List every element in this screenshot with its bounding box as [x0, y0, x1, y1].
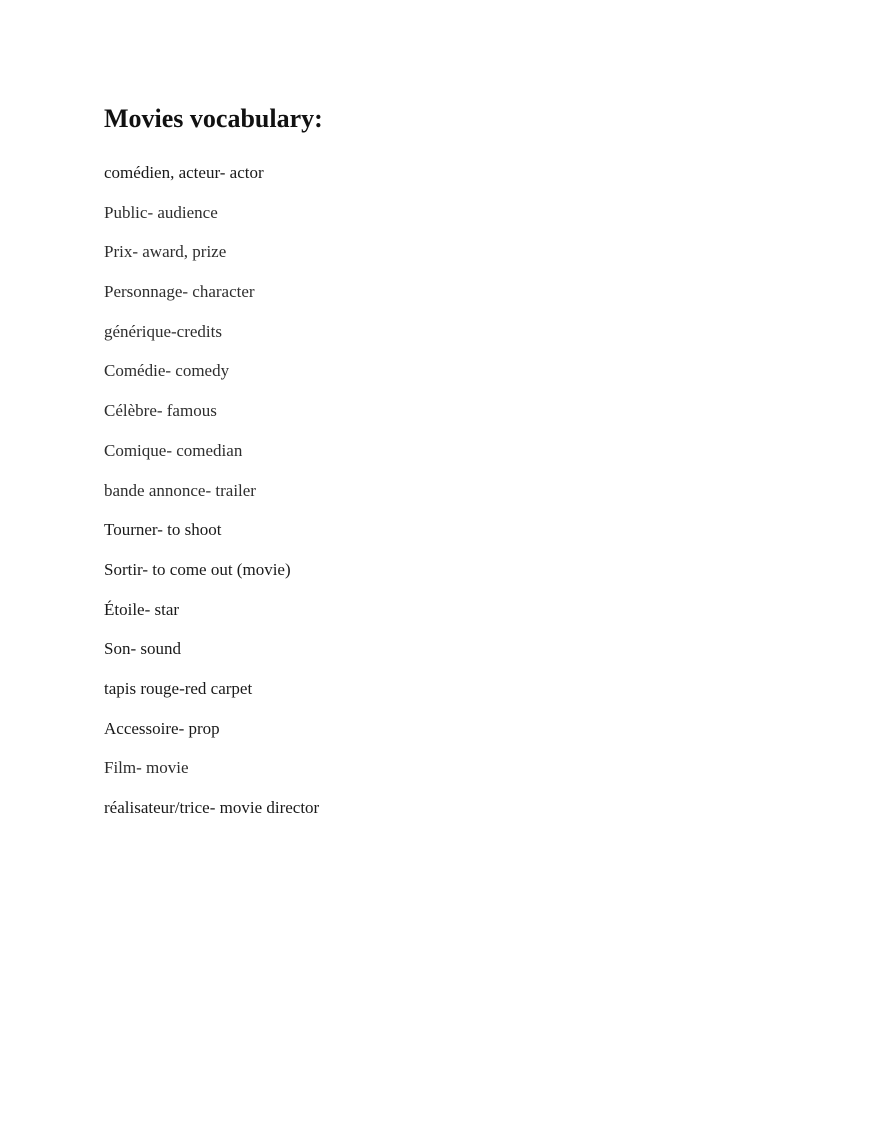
vocab-item-sound: Son- sound	[104, 639, 181, 659]
vocab-item-character: Personnage- character	[104, 282, 255, 302]
vocab-item-actor: comédien, acteur- actor	[104, 163, 264, 182]
vocab-item-star: Étoile- star	[104, 599, 180, 619]
vocab-item-trailer: bande annonce- trailer	[104, 480, 256, 500]
vocab-item-audience: Public- audience	[104, 202, 218, 222]
vocab-item-comedy: Comédie- comedy	[104, 361, 230, 381]
vocab-item-prop: Accessoire- prop	[104, 718, 220, 738]
vocab-item-comedian: Comique- comedian	[104, 440, 243, 460]
vocab-item-award: Prix- award, prize	[104, 242, 227, 262]
vocabulary-list: comédien, acteur- actor Public- audience…	[104, 162, 319, 837]
vocab-item-movie: Film- movie	[104, 758, 189, 778]
page-title: Movies vocabulary:	[104, 104, 323, 133]
vocab-item-to-shoot: Tourner- to shoot	[104, 520, 222, 540]
vocab-item-movie-director: réalisateur/trice- movie director	[104, 798, 320, 817]
vocab-item-to-come-out: Sortir- to come out (movie)	[104, 559, 291, 579]
vocab-item-credits: générique-credits	[104, 321, 222, 341]
vocab-item-famous: Célèbre- famous	[104, 401, 217, 421]
vocab-item-red-carpet: tapis rouge-red carpet	[104, 678, 253, 698]
